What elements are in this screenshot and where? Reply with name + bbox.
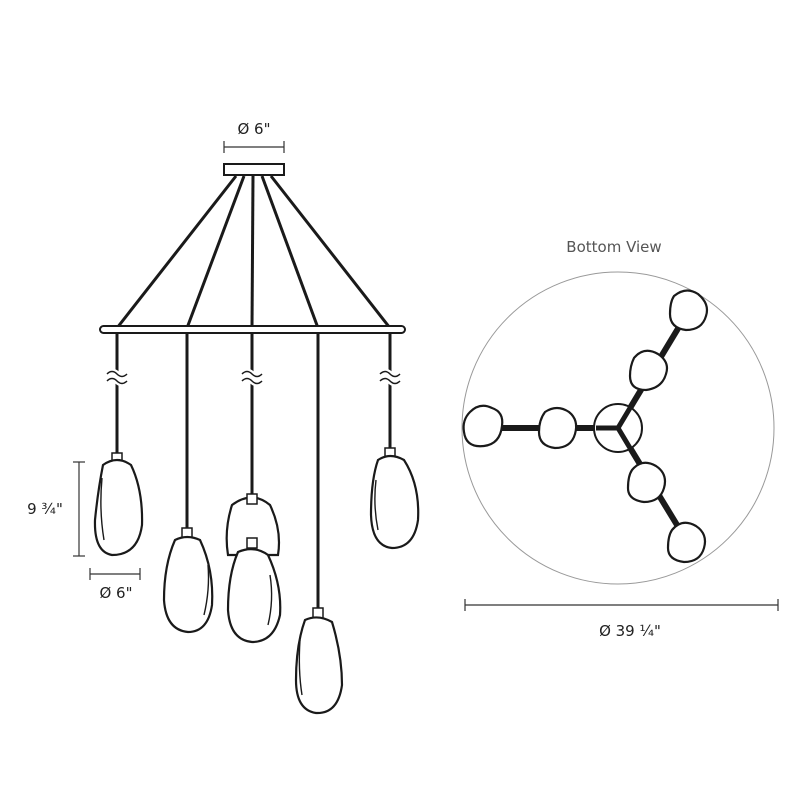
canopy	[223, 163, 285, 176]
pendant	[369, 447, 420, 550]
bottom-view-outline	[461, 271, 775, 585]
bottom-view-glass-shades	[462, 289, 709, 564]
break-marks	[104, 368, 403, 387]
pendant	[226, 537, 282, 644]
bottom-view-arms	[482, 310, 691, 545]
bottom-view-title: Bottom View	[566, 238, 661, 256]
pendant-height-label: 9 ¾"	[27, 500, 63, 518]
ring-bar	[99, 325, 406, 334]
pendant	[93, 452, 144, 557]
bottom-view-hub	[593, 403, 643, 453]
pendant-diameter-dimension: Ø 6"	[89, 568, 141, 602]
pendant	[225, 493, 281, 557]
pendant	[162, 527, 214, 634]
pendant-height-dimension: 9 ¾"	[27, 461, 85, 557]
pendant-diameter-label: Ø 6"	[99, 584, 132, 602]
pendant	[294, 607, 344, 715]
canopy-dimension: Ø 6"	[223, 120, 285, 153]
canopy-diameter-label: Ø 6"	[237, 120, 270, 138]
support-rods	[115, 175, 392, 329]
overall-diameter-label: Ø 39 ¼"	[599, 622, 661, 640]
overall-diameter-dimension: Ø 39 ¼"	[464, 599, 779, 640]
